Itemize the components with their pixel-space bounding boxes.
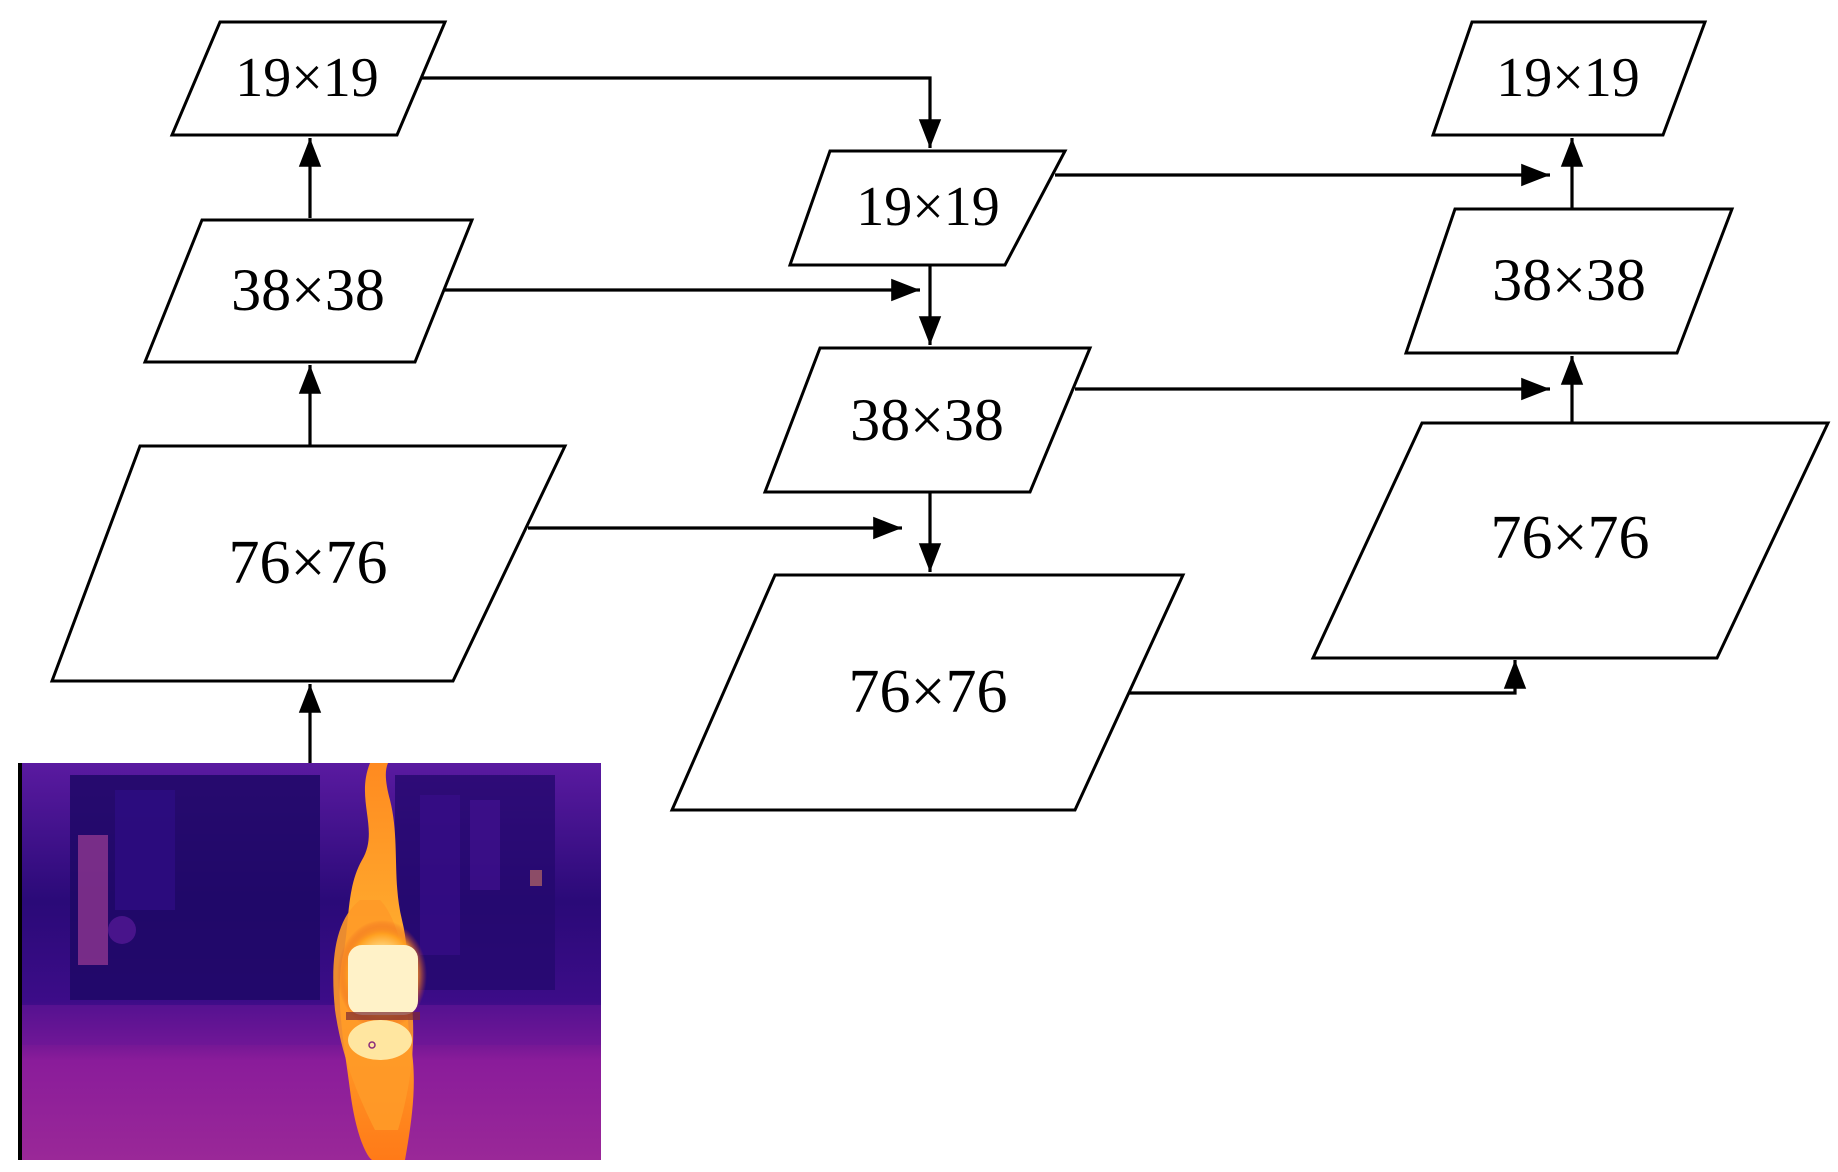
backbone-19-label: 19×19: [235, 47, 379, 109]
bottomup-76-label: 76×76: [1491, 504, 1650, 572]
topdown-19-node: 19×19: [787, 149, 1068, 267]
bottomup-38-node: 38×38: [1403, 207, 1735, 355]
topdown-38-label: 38×38: [850, 387, 1004, 453]
topdown-19-label: 19×19: [856, 176, 1000, 238]
topdown-76-label: 76×76: [849, 658, 1008, 726]
bottomup-19-label: 19×19: [1496, 47, 1640, 109]
edge-backbone-19-to-topdown-19: [422, 76, 942, 148]
topdown-38-node: 38×38: [762, 346, 1093, 494]
backbone-38-label: 38×38: [231, 257, 385, 323]
thermal-fire-image: [18, 763, 601, 1160]
backbone-38-node: 38×38: [142, 218, 475, 364]
bottomup-76-node: 76×76: [1310, 421, 1831, 660]
bottomup-38-label: 38×38: [1492, 247, 1646, 313]
edges: [298, 76, 1584, 763]
bottomup-19-node: 19×19: [1430, 20, 1708, 137]
backbone-19-node: 19×19: [169, 20, 448, 137]
backbone-76-node: 76×76: [49, 444, 568, 683]
edge-topdown-76-to-bottomup-76: [1128, 660, 1527, 695]
backbone-76-label: 76×76: [229, 529, 388, 597]
topdown-76-node: 76×76: [669, 573, 1186, 812]
